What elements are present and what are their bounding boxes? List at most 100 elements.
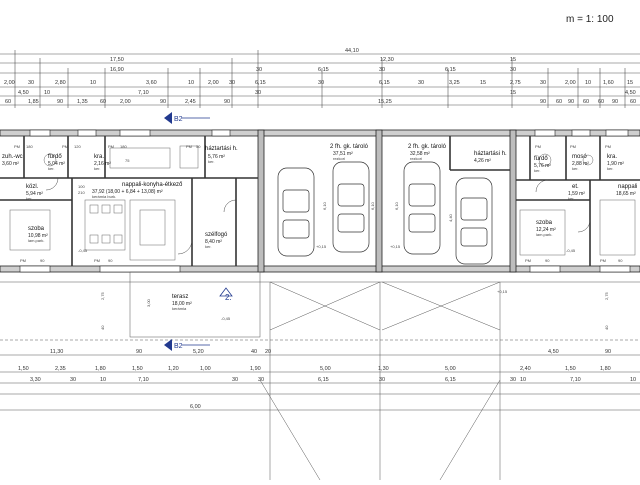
dim-bot-r1-6: 90 <box>605 349 611 355</box>
level-terrace: -0,45 <box>221 316 231 321</box>
room-name: fürdő <box>534 156 548 162</box>
dim-top-r3-6: 2,00 <box>208 80 219 86</box>
room-name: terasz <box>172 294 188 300</box>
room-area: 18,00 m² <box>172 301 192 307</box>
dim-bot-r3-11: 7,10 <box>570 377 581 383</box>
room-name: kra. <box>607 154 617 160</box>
dim-100: 100 <box>78 184 85 189</box>
room-area: 5,04 m² <box>48 161 65 167</box>
dim-top-r3-14: 2,75 <box>510 80 521 86</box>
room-floor: lam.park. <box>536 232 552 237</box>
garage-cars <box>277 161 493 265</box>
dim-180-1: 180 <box>26 144 33 149</box>
dim-bot-r1-4: 20 <box>265 349 271 355</box>
dim-210-1: 210 <box>78 190 85 195</box>
dim-top-r5-6: 90 <box>160 99 166 105</box>
room-area: 8,40 m² <box>205 239 222 245</box>
car-1 <box>277 167 315 257</box>
room-szelfogo: szélfogó 8,40 m² ker. <box>205 232 228 249</box>
dim-top-r3-19: 15 <box>627 80 633 86</box>
dim-top-r2-4: 6,15 <box>445 67 456 73</box>
dim-bot-r2-1: 2,35 <box>55 366 66 372</box>
dim-bot-r1-5: 4,50 <box>548 349 559 355</box>
dim-top-r2-0: 16,90 <box>110 67 124 73</box>
room-area: 5,76 m² <box>208 154 225 160</box>
pm-3: PM <box>108 144 114 149</box>
dim-2-75-right: 2,75 <box>604 291 609 300</box>
pm-2: PM <box>62 144 68 149</box>
car-3 <box>403 161 441 255</box>
pm-8: PM <box>570 144 576 149</box>
section-arrow-icon <box>164 112 172 124</box>
room-moso: mosó 2,88 m² ker. <box>572 154 589 171</box>
dim-top-r1-0: 17,50 <box>110 57 124 63</box>
room-name: et. <box>572 184 579 190</box>
dim-2-75-left: 2,75 <box>100 291 105 300</box>
dim-top-r3-9: 30 <box>318 80 324 86</box>
section-mark-top: B2 <box>174 116 183 123</box>
dim-top-r3-11: 30 <box>418 80 424 86</box>
dim-40-left: 40 <box>100 325 105 330</box>
building-walls <box>0 129 640 273</box>
dim-top-r3-7: 30 <box>229 80 235 86</box>
room-nappali-right: nappali 18,65 m² <box>616 184 637 197</box>
dim-bot-r3-7: 30 <box>379 377 385 383</box>
dim-bot-r1-2: 5,20 <box>193 349 204 355</box>
dim-top-r5-14: 60 <box>598 99 604 105</box>
level-driveway: +0,15 <box>497 289 508 294</box>
room-area: 2,16 m² <box>94 161 111 167</box>
room-floor: ker. <box>48 166 54 171</box>
level-garage-1: +0,15 <box>316 244 327 249</box>
dim-top-r5-4: 60 <box>100 99 106 105</box>
dim-bot-r3-12: 10 <box>630 377 636 383</box>
dim-top-r5-9: 15,25 <box>378 99 392 105</box>
room-floor: ker. <box>26 196 32 201</box>
dim-bot-r3-9: 30 <box>510 377 516 383</box>
annotations: 2. -0,45 -0,45 +0,15 +0,15 +0,15 -0,45 3… <box>14 144 623 330</box>
room-haztartasi-left: háztartási h. 5,76 m² ker. <box>205 146 238 164</box>
dim-top-r5-7: 2,45 <box>185 99 196 105</box>
section-marks: B2 B2 <box>164 112 210 351</box>
room-area: 37,92 (18,00 + 6,84 + 13,08) m² <box>92 189 163 195</box>
dim-top-r4-4: 15 <box>510 90 516 96</box>
room-name: zuh.-wc <box>2 154 23 160</box>
dim-bot-r2-6: 1,90 <box>250 366 261 372</box>
dim-top-row3: 2,00 30 2,80 10 3,60 10 2,00 30 6,15 30 … <box>4 80 633 86</box>
room-name: nappali <box>618 184 637 190</box>
dim-top-r3-15: 30 <box>540 80 546 86</box>
room-kozl: közl. 5,94 m² ker. <box>26 184 43 201</box>
pm-5: PM <box>94 258 100 263</box>
scale-label: m = 1: 100 <box>566 14 614 25</box>
unit-marker: 2. <box>225 293 232 302</box>
dim-top-r5-3: 1,35 <box>77 99 88 105</box>
room-area: 3,60 m² <box>2 161 19 167</box>
room-garage-1: 2 fh. gk. tároló 37,51 m² rezkori <box>330 144 369 161</box>
dim-120-1: 120 <box>74 144 81 149</box>
dim-bot-r2-5: 1,00 <box>200 366 211 372</box>
dim-bot-r1-0: 11,30 <box>50 349 63 355</box>
dim-90-1: 90 <box>40 258 45 263</box>
room-area: 10,98 m² <box>28 233 48 239</box>
dim-75: 75 <box>125 158 130 163</box>
room-name: szoba <box>536 220 553 226</box>
room-name: szoba <box>28 226 45 232</box>
room-nappali-konyha: nappali-konyha-étkező 37,92 (18,00 + 6,8… <box>92 182 183 199</box>
dim-bot-r3-4: 30 <box>232 377 238 383</box>
room-floor: ker. <box>572 166 578 171</box>
dim-top-r3-5: 10 <box>188 80 194 86</box>
dim-bot-r2-2: 1,80 <box>95 366 106 372</box>
room-terasz: terasz 18,00 m² kerámia <box>172 294 192 311</box>
room-area: 12,24 m² <box>536 227 556 233</box>
dim-top-r4-3: 30 <box>255 90 261 96</box>
dim-bot-r2-9: 5,00 <box>445 366 456 372</box>
room-floor: rezkori <box>410 156 422 161</box>
room-area: 32,58 m² <box>410 151 430 157</box>
section-arrow-icon <box>164 339 172 351</box>
room-area: 1,59 m² <box>568 191 585 197</box>
room-floor: rezkori <box>333 156 345 161</box>
bottom-dimension-lines <box>0 354 640 411</box>
dim-top-r5-16: 60 <box>630 99 636 105</box>
dim-top-r5-5: 2,00 <box>120 99 131 105</box>
